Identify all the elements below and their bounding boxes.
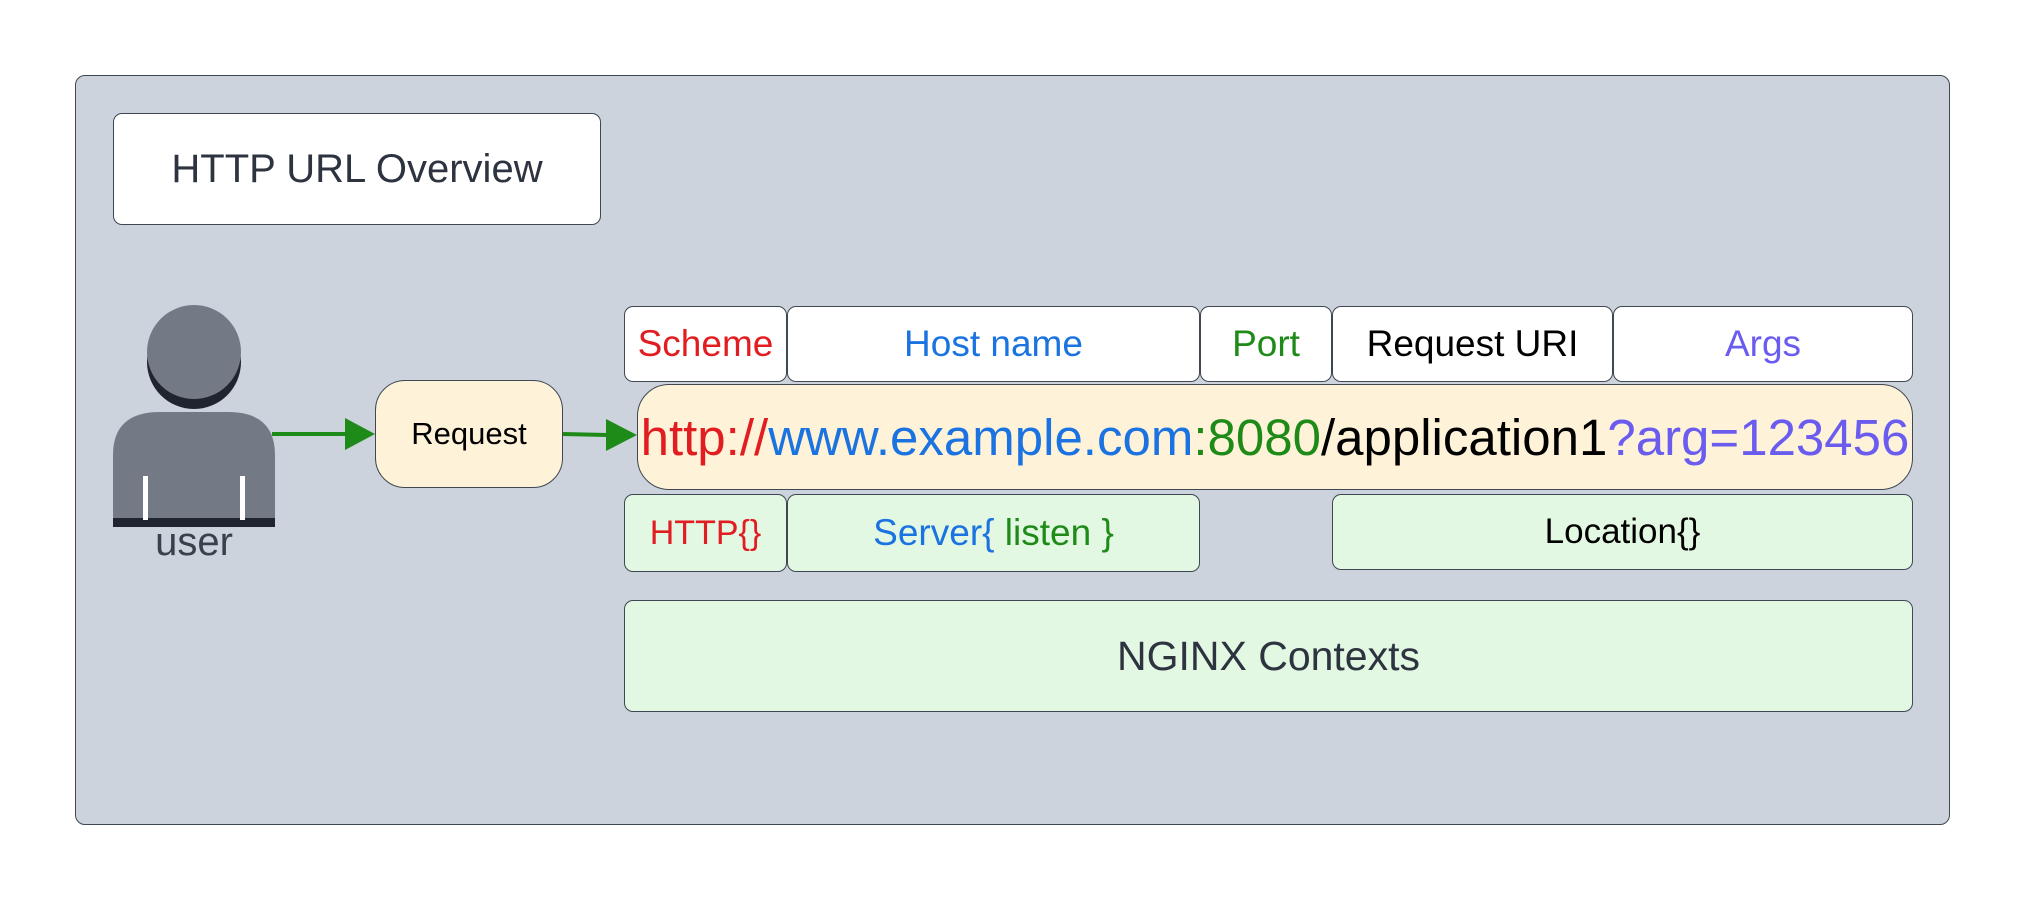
port-label-box: Port: [1200, 306, 1332, 382]
nginx-contexts-label: NGINX Contexts: [1116, 632, 1421, 679]
host-label-box: Host name: [787, 306, 1200, 382]
listen-context-label: listen }: [1004, 512, 1114, 553]
uri-label-box: Request URI: [1332, 306, 1613, 382]
args-label-box: Args: [1613, 306, 1913, 382]
request-label: Request: [411, 416, 527, 451]
arrow-request-to-url: [562, 419, 637, 451]
user-icon: [113, 305, 275, 527]
url-scheme: http://: [640, 408, 769, 466]
url-path: /application1: [1320, 408, 1608, 466]
request-node: Request: [375, 380, 563, 488]
server-context-box: Server{ listen }: [787, 494, 1200, 572]
location-context-box: Location{}: [1332, 494, 1913, 570]
scheme-label-box: Scheme: [624, 306, 787, 382]
url-example: http://www.example.com:8080/application1…: [637, 384, 1913, 490]
port-label: Port: [1232, 323, 1300, 364]
scheme-label: Scheme: [637, 323, 774, 364]
diagram-title-text: HTTP URL Overview: [171, 146, 543, 191]
uri-label: Request URI: [1366, 323, 1579, 364]
server-context-label: Server{: [873, 512, 1005, 553]
arrow-user-to-request: [272, 418, 375, 450]
url-port: :8080: [1193, 408, 1321, 466]
user-label: user: [155, 520, 233, 564]
url-args: ?arg=123456: [1607, 408, 1910, 466]
diagram-title: HTTP URL Overview: [113, 113, 601, 225]
nginx-contexts-box: NGINX Contexts: [624, 600, 1913, 712]
host-label: Host name: [904, 323, 1083, 364]
args-label: Args: [1724, 323, 1802, 364]
url-host: www.example.com: [768, 408, 1194, 466]
location-context-label: Location{}: [1544, 512, 1701, 551]
http-context-label: HTTP{}: [649, 513, 762, 552]
http-context-box: HTTP{}: [624, 494, 787, 572]
